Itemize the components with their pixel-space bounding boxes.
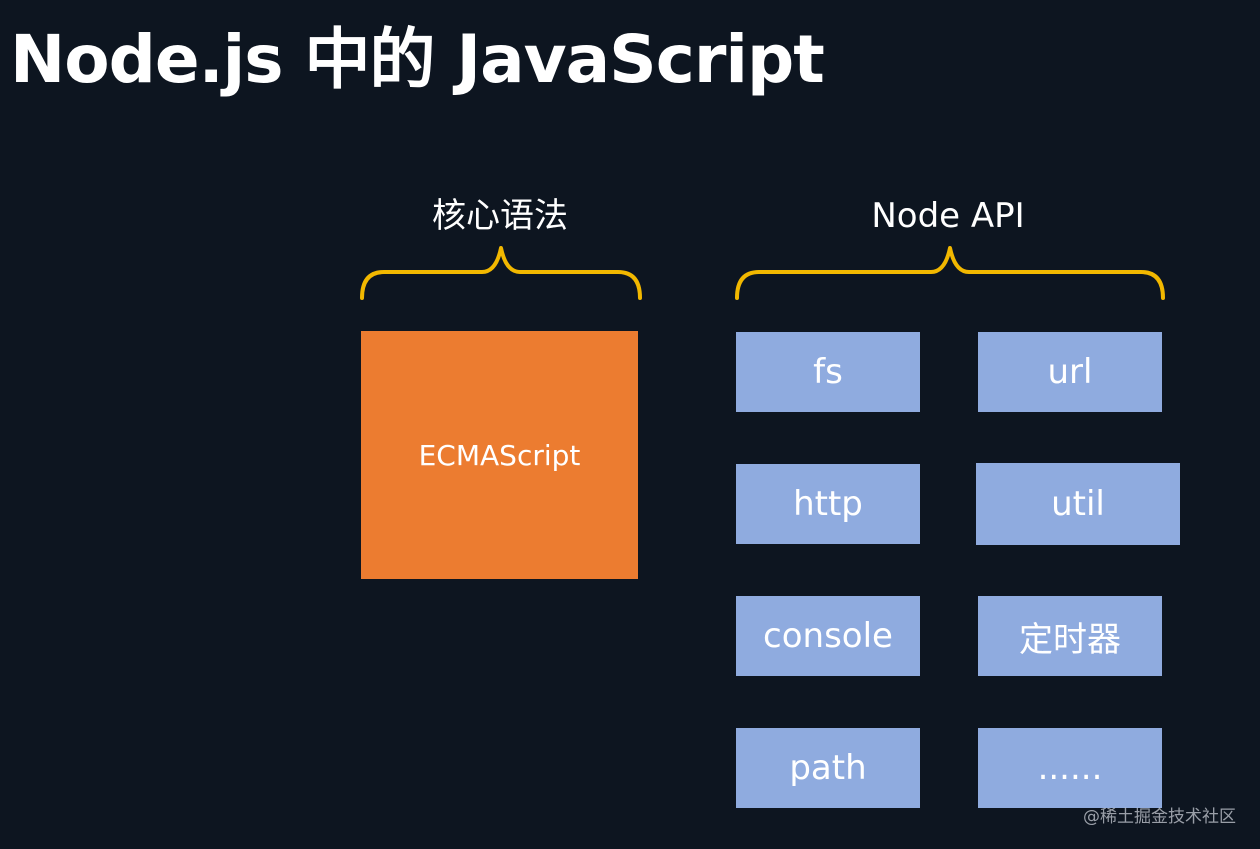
core-syntax-brace (360, 246, 642, 300)
api-item-more: ...... (978, 728, 1162, 808)
slide-title: Node.js 中的 JavaScript (10, 21, 825, 98)
api-item-util: util (976, 463, 1180, 545)
api-item-http: http (736, 464, 920, 544)
api-item-fs: fs (736, 332, 920, 412)
api-item-console: console (736, 596, 920, 676)
api-item-path: path (736, 728, 920, 808)
api-item-timers: 定时器 (978, 596, 1162, 676)
node-api-brace (735, 246, 1165, 300)
api-item-url: url (978, 332, 1162, 412)
watermark: @稀土掘金技术社区 (1083, 807, 1236, 827)
ecmascript-box: ECMAScript (361, 331, 638, 579)
core-syntax-label: 核心语法 (432, 196, 568, 236)
node-api-label: Node API (871, 196, 1025, 236)
